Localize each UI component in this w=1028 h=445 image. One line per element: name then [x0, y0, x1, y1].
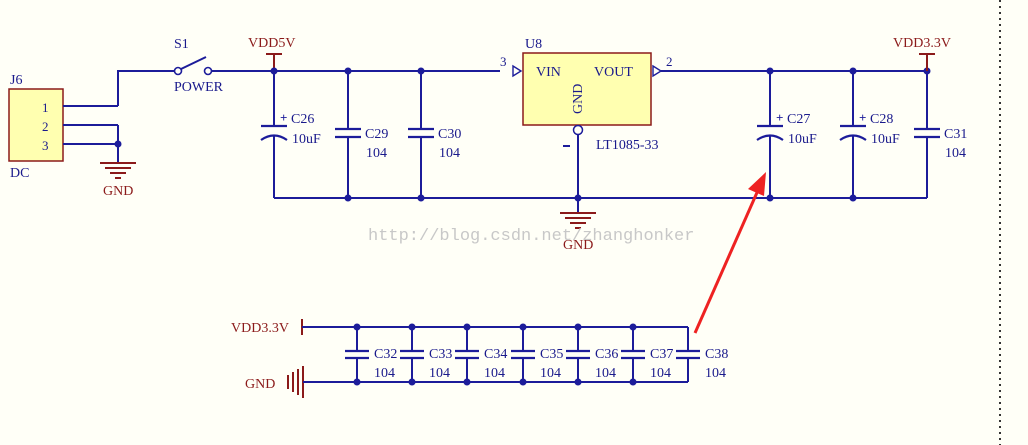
c33-ref: C33 — [429, 347, 452, 362]
regulator-pin-vout: VOUT — [594, 65, 633, 80]
power-port-vdd33: VDD3.3V — [893, 36, 951, 71]
power-port-vdd5v: VDD5V — [248, 36, 295, 71]
junction-dot — [629, 378, 637, 386]
connector-j6: J6 DC 1 2 3 — [8, 73, 118, 181]
polarity-mark: + — [776, 110, 783, 125]
connector-pin-2: 2 — [42, 119, 49, 134]
junction-dot — [417, 194, 425, 202]
c27-ref: C27 — [787, 112, 810, 127]
c35-ref: C35 — [540, 347, 563, 362]
power-label-vdd5v: VDD5V — [248, 36, 295, 51]
decoupling-caps: C32104C33104C34104C35104C36104C37104C381… — [345, 323, 728, 386]
junction-dot — [849, 67, 857, 75]
regulator-value: LT1085-33 — [596, 138, 658, 153]
junction-dot — [463, 323, 471, 331]
c34-value: 104 — [484, 366, 505, 381]
junction-dot — [114, 140, 122, 148]
c30-value: 104 — [439, 146, 460, 161]
decoupling-bank: VDD3.3V GND C32104C33104C34104C35104C361… — [231, 319, 728, 398]
capacitor-c26: + C26 10uF — [260, 71, 321, 198]
junction-dot — [766, 194, 774, 202]
c28-value: 10uF — [871, 132, 900, 147]
c37-ref: C37 — [650, 347, 673, 362]
ground-label: GND — [103, 184, 133, 199]
junction-dot — [574, 378, 582, 386]
annotation-arrow — [693, 172, 766, 334]
capacitor-c27: + C27 10uF — [756, 71, 817, 198]
switch-value: POWER — [174, 80, 224, 95]
junction-dot — [766, 67, 774, 75]
c35-value: 104 — [540, 366, 561, 381]
c37-value: 104 — [650, 366, 671, 381]
junction-dot — [629, 323, 637, 331]
c32-value: 104 — [374, 366, 395, 381]
junction-dot — [270, 67, 278, 75]
junction-dot — [408, 378, 416, 386]
capacitor-c28: + C28 10uF — [839, 71, 900, 198]
junction-dot — [463, 378, 471, 386]
junction-dot — [344, 194, 352, 202]
c36-ref: C36 — [595, 347, 618, 362]
regulator-pin-gnd: GND — [571, 84, 586, 114]
c31-value: 104 — [945, 146, 966, 161]
connector-value: DC — [10, 166, 29, 181]
regulator-pin-in-number: 3 — [500, 54, 507, 69]
ground-label: GND — [563, 238, 593, 253]
junction-dot — [574, 323, 582, 331]
polarity-mark: + — [859, 110, 866, 125]
watermark: http://blog.csdn.net/zhanghonker — [368, 227, 694, 246]
decoupling-vdd-label: VDD3.3V — [231, 321, 289, 336]
regulator-u8: U8 3 2 VIN VOUT GND LT1085-33 — [500, 37, 673, 153]
switch-ref: S1 — [174, 37, 189, 52]
connector-pin-3: 3 — [42, 138, 49, 153]
c36-value: 104 — [595, 366, 616, 381]
regulator-pin-out-number: 2 — [666, 54, 673, 69]
c34-ref: C34 — [484, 347, 507, 362]
junction-dot — [519, 323, 527, 331]
polarity-mark: + — [280, 110, 287, 125]
capacitor-c31: C31 104 — [914, 71, 967, 198]
c29-value: 104 — [366, 146, 387, 161]
wire-j6-to-switch — [117, 70, 168, 106]
power-label-vdd33: VDD3.3V — [893, 36, 951, 51]
c38-ref: C38 — [705, 347, 728, 362]
c27-value: 10uF — [788, 132, 817, 147]
junction-dot — [417, 67, 425, 75]
junction-dot — [408, 323, 416, 331]
junction-dot — [353, 323, 361, 331]
junction-dot — [519, 378, 527, 386]
switch-s1: S1 POWER — [168, 37, 224, 95]
c30-ref: C30 — [438, 127, 461, 142]
c26-ref: C26 — [291, 112, 314, 127]
c33-value: 104 — [429, 366, 450, 381]
regulator-pin-vin: VIN — [536, 65, 561, 80]
c29-ref: C29 — [365, 127, 388, 142]
junction-dot — [849, 194, 857, 202]
connector-pin-1: 1 — [42, 100, 49, 115]
c32-ref: C32 — [374, 347, 397, 362]
ground-symbol-u8: GND — [560, 212, 596, 253]
capacitor-c30: C30 104 — [408, 71, 461, 198]
junction-dot — [344, 67, 352, 75]
junction-dot — [574, 194, 582, 202]
c26-value: 10uF — [292, 132, 321, 147]
regulator-ref: U8 — [525, 37, 542, 52]
connector-ref: J6 — [10, 73, 22, 88]
capacitor-c29: C29 104 — [335, 71, 388, 198]
ground-symbol-j6: GND — [100, 162, 136, 199]
c31-ref: C31 — [944, 127, 967, 142]
c28-ref: C28 — [870, 112, 893, 127]
c38-value: 104 — [705, 366, 726, 381]
junction-dot — [353, 378, 361, 386]
decoupling-gnd-label: GND — [245, 377, 275, 392]
